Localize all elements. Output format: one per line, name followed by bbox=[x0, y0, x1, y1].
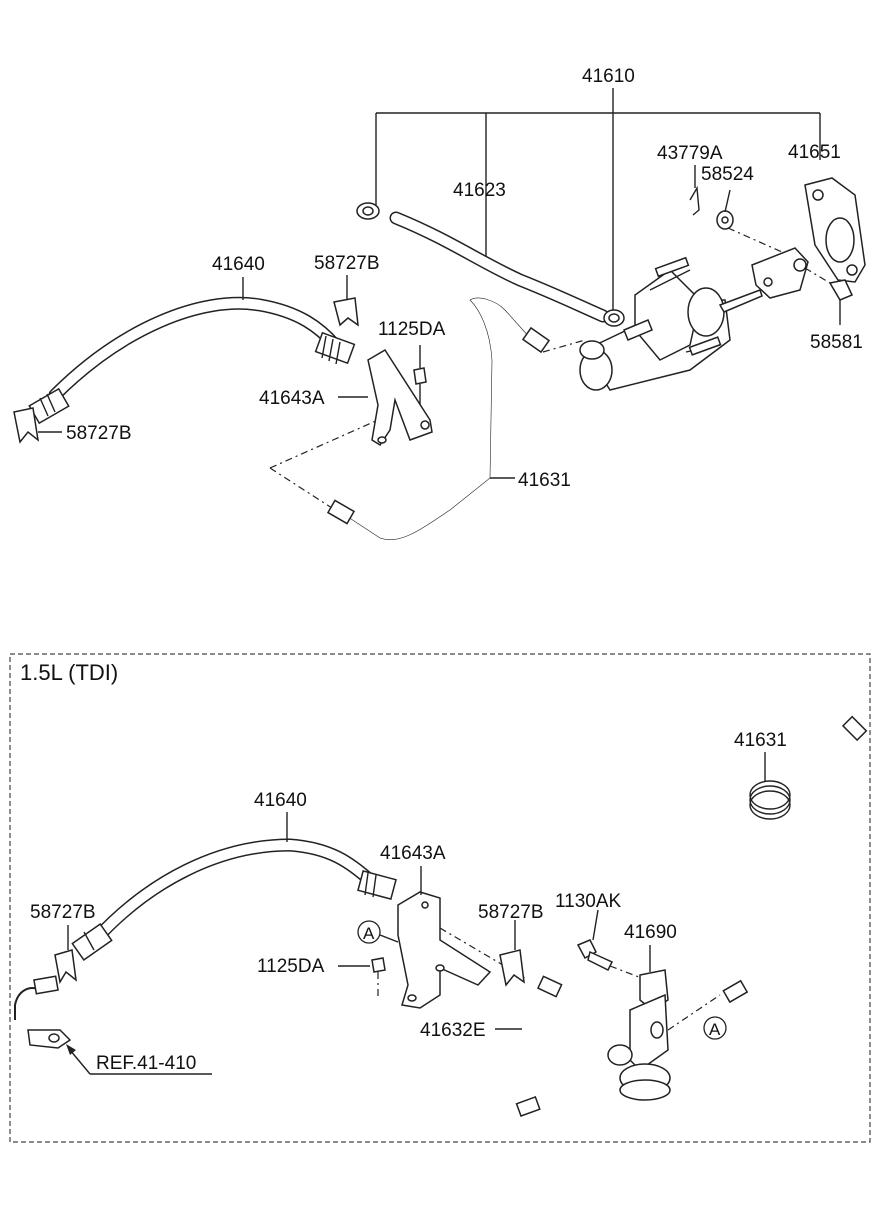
label-41643A: 41643A bbox=[259, 388, 325, 409]
flex-hose-bottom bbox=[88, 812, 379, 947]
ref-pipe bbox=[14, 975, 72, 1049]
bracket-bottom bbox=[397, 866, 492, 1009]
label-b-58727B-left: 58727B bbox=[30, 902, 96, 923]
svg-text:A: A bbox=[363, 924, 375, 943]
label-b-41631: 41631 bbox=[734, 730, 787, 751]
clip-58727B-bottom-right bbox=[499, 920, 525, 987]
label-58727B: 58727B bbox=[314, 253, 380, 274]
svg-text:A: A bbox=[709, 1020, 721, 1039]
bolt-bottom-1125DA bbox=[338, 957, 386, 1000]
dash-line-slave bbox=[667, 994, 721, 1031]
section-title: 1.5L (TDI) bbox=[20, 660, 118, 685]
label-b-41632E: 41632E bbox=[420, 1020, 486, 1041]
label-41651: 41651 bbox=[788, 142, 841, 163]
coil-pipe-nut-top bbox=[841, 715, 868, 742]
clip-58727B-top bbox=[333, 275, 359, 327]
flex-hose-top bbox=[48, 277, 342, 402]
clutch-master-cylinder bbox=[579, 256, 763, 391]
label-41623: 41623 bbox=[453, 180, 506, 201]
reservoir-hose bbox=[389, 211, 610, 323]
dash-line-pin bbox=[804, 267, 831, 284]
coil-pipe-nut-bottom bbox=[722, 979, 749, 1004]
dash-line-fitting bbox=[542, 339, 586, 353]
label-58727B-lower: 58727B bbox=[66, 423, 132, 444]
label-b-41690: 41690 bbox=[624, 922, 677, 943]
hose-end-bottom-right bbox=[357, 870, 397, 900]
label-43779A: 43779A bbox=[657, 143, 723, 164]
hose-clamp-right bbox=[603, 309, 625, 327]
dash-line-washer bbox=[727, 227, 783, 253]
bolt-1130AK bbox=[576, 909, 614, 972]
label-b-41640: 41640 bbox=[254, 790, 307, 811]
label-41640: 41640 bbox=[212, 254, 265, 275]
label-b-1125DA: 1125DA bbox=[257, 956, 325, 977]
washer bbox=[716, 189, 734, 230]
gasket bbox=[804, 177, 866, 283]
section-border bbox=[9, 653, 871, 1143]
pipe-41632E-nut-top bbox=[536, 975, 563, 998]
outlet-fitting bbox=[623, 319, 653, 341]
label-b-1130AK: 1130AK bbox=[555, 891, 622, 912]
ref-arrow bbox=[66, 1044, 212, 1075]
pipe-41632E-nut-bottom bbox=[515, 1095, 541, 1117]
bolt-1125DA bbox=[413, 345, 427, 405]
label-58524: 58524 bbox=[701, 164, 754, 185]
hose-end-bottom-left bbox=[71, 923, 113, 961]
dash-line-bracket-2 bbox=[269, 467, 336, 511]
label-ref: REF.41-410 bbox=[96, 1053, 196, 1074]
pipe-nut-bottom-end bbox=[326, 499, 356, 525]
pipe-41632E bbox=[495, 963, 613, 1119]
label-58581: 58581 bbox=[810, 332, 863, 353]
label-b-41643A: 41643A bbox=[380, 843, 446, 864]
hose-clamp-left bbox=[356, 202, 380, 220]
clutch-pipe-coiled bbox=[712, 694, 857, 992]
bracket-41643A bbox=[338, 348, 433, 447]
label-b-58727B-right: 58727B bbox=[478, 902, 544, 923]
dash-line-bracket bbox=[269, 419, 379, 469]
hose-end-left bbox=[28, 387, 70, 425]
clevis-pin bbox=[828, 279, 854, 325]
label-41631: 41631 bbox=[518, 470, 571, 491]
pipe-nut-top-end bbox=[521, 326, 551, 354]
marker-a-right: A bbox=[703, 1016, 727, 1040]
cotter-pin bbox=[689, 165, 700, 216]
clip-58727B-bottom-left bbox=[54, 925, 77, 985]
label-1125DA: 1125DA bbox=[378, 319, 446, 340]
push-rod-clevis bbox=[751, 247, 809, 299]
clutch-pipe-top bbox=[344, 296, 532, 542]
clip-58727B-left bbox=[13, 407, 62, 444]
label-41610: 41610 bbox=[582, 66, 635, 87]
leader-41610 bbox=[375, 88, 821, 310]
slave-cylinder-41690 bbox=[607, 945, 671, 1101]
hose-end-right bbox=[314, 331, 356, 365]
marker-a-left: A bbox=[357, 920, 399, 944]
